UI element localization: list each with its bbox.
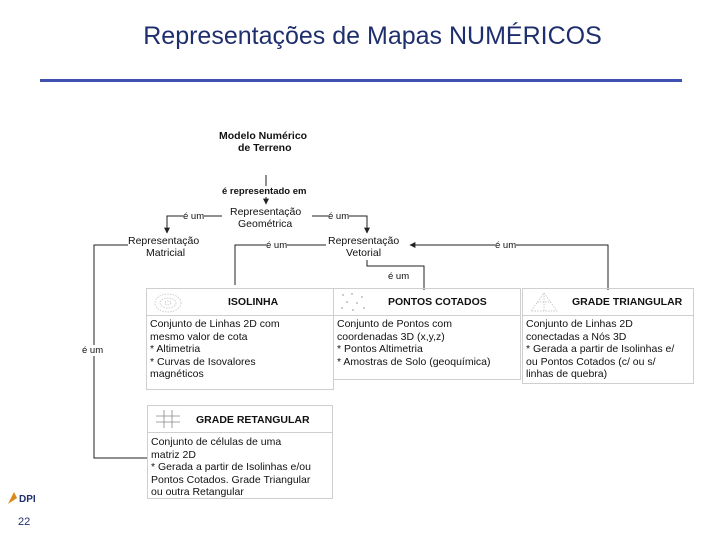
title-rule <box>40 79 682 82</box>
pontos-cotados-desc: Conjunto de Pontos com coordenadas 3D (x… <box>337 318 491 368</box>
root-node-line1: Modelo Numérico <box>219 130 308 142</box>
edge-vetorial-gradetri <box>409 242 609 290</box>
root-node-line2: de Terreno <box>238 142 292 154</box>
matricial-line2: Matricial <box>146 247 186 259</box>
isolinha-desc: Conjunto de Linhas 2D com mesmo valor de… <box>150 318 280 381</box>
pontos-thumbnail-icon <box>341 293 365 311</box>
edge-label-e-um-6: é um <box>82 345 104 356</box>
isolinha-thumbnail-icon <box>154 293 182 313</box>
edge-label-e-um-1: é um <box>183 211 205 222</box>
grade-triangular-title: GRADE TRIANGULAR <box>572 296 683 308</box>
vetorial-line1: Representação <box>328 235 400 247</box>
grade-retangular-desc: Conjunto de células de uma matriz 2D * G… <box>151 436 311 499</box>
matricial-line1: Representação <box>128 235 200 247</box>
edge-vetorial-isolinha <box>234 244 326 285</box>
grade-retangular-thumbnail-icon <box>156 410 180 428</box>
edge-label-e-um-5: é um <box>388 271 410 282</box>
edge-label-representado: é representado em <box>222 186 307 197</box>
geometrica-line2: Geométrica <box>238 218 293 230</box>
page-title: Representações de Mapas NUMÉRICOS <box>143 22 602 50</box>
grade-triangular-box <box>522 288 694 384</box>
edge-vetorial-pontos <box>366 260 425 290</box>
edge-label-e-um-2: é um <box>328 211 350 222</box>
edge-label-e-um-4: é um <box>495 240 517 251</box>
page-number: 22 <box>18 516 31 528</box>
svg-text:DPI: DPI <box>19 494 36 505</box>
isolinha-title: ISOLINHA <box>228 296 279 308</box>
edge-label-e-um-3: é um <box>266 240 288 251</box>
pontos-cotados-title: PONTOS COTADOS <box>388 296 487 308</box>
geometrica-line1: Representação <box>230 206 302 218</box>
vetorial-line2: Vetorial <box>346 247 382 259</box>
grade-triangular-desc: Conjunto de Linhas 2D conectadas a Nós 3… <box>526 318 675 381</box>
grade-triangular-thumbnail-icon <box>530 292 558 312</box>
grade-retangular-box <box>147 405 333 499</box>
dpi-logo: DPI <box>8 490 42 506</box>
pontos-cotados-box <box>333 288 521 380</box>
grade-retangular-title: GRADE RETANGULAR <box>196 414 310 426</box>
